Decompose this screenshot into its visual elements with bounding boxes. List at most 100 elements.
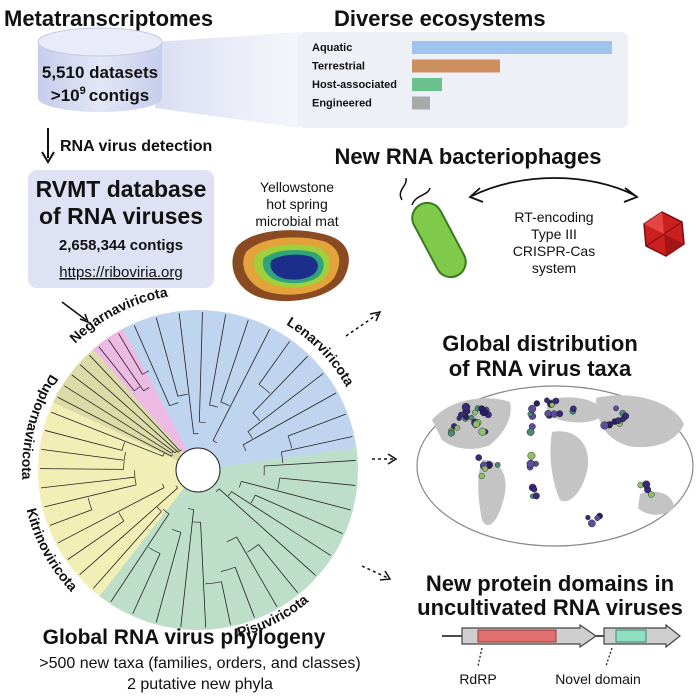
sample-dot — [648, 491, 655, 498]
rvmt-to-tree-arrow — [61, 301, 87, 321]
sample-dot — [552, 397, 560, 405]
sample-dot — [556, 410, 564, 418]
svg-text:microbial mat: microbial mat — [255, 213, 338, 229]
sample-dot — [478, 473, 485, 480]
rvmt-title-line2: of RNA viruses — [39, 203, 203, 229]
tree-branch — [231, 491, 332, 556]
riboviria-link[interactable]: https://riboviria.org — [59, 264, 182, 281]
ecosystem-bar-chart: AquaticTerrestrialHost-associatedEnginee… — [312, 41, 612, 110]
ecosystems-panel — [298, 32, 628, 128]
tree-branch — [287, 413, 346, 437]
clade-duplornaviricota — [52, 349, 198, 470]
database-cylinder — [37, 27, 163, 112]
tree-branch — [212, 329, 271, 441]
sample-dot — [472, 420, 480, 428]
tree-branch — [247, 373, 324, 432]
tree-branch — [108, 339, 144, 392]
sample-dot — [533, 492, 540, 500]
tree-branch — [132, 553, 161, 615]
tree-branch — [49, 509, 92, 526]
phylogeny-new-phyla: 2 putative new phyla — [127, 676, 273, 693]
ecosystem-bar — [412, 41, 612, 54]
sample-dot — [456, 415, 462, 421]
sample-dot — [494, 462, 501, 468]
sample-dot — [594, 515, 601, 521]
tree-branch — [41, 448, 125, 461]
sample-locations — [447, 397, 655, 528]
sample-dot — [481, 465, 489, 472]
funnel-connector — [155, 32, 300, 128]
tree-branch — [57, 487, 165, 544]
sample-dot — [600, 421, 609, 430]
sample-dot — [570, 405, 577, 413]
phages-title: New RNA bacteriophages — [335, 144, 602, 169]
tree-branch — [118, 333, 143, 375]
sample-dot — [533, 400, 540, 407]
ecosystem-label: Host-associated — [312, 79, 397, 91]
svg-text:CRISPR-Cas: CRISPR-Cas — [513, 243, 595, 259]
tree-branch — [155, 317, 179, 397]
tree-branch — [89, 354, 181, 452]
sample-dot — [544, 410, 552, 418]
genome-diagram — [442, 623, 681, 649]
tree-branch — [258, 341, 290, 385]
sample-dot — [478, 405, 486, 412]
yellowstone-label: Yellowstone hot spring microbial mat — [255, 179, 338, 229]
novel-domain-label: Novel domain — [555, 671, 641, 687]
tree-branch — [242, 392, 337, 446]
tree-to-domains-arrow — [361, 565, 389, 579]
tree-branch — [198, 312, 203, 423]
tree-branch — [220, 320, 249, 403]
tree-branch — [200, 522, 207, 628]
tree-branch — [279, 477, 356, 486]
sample-dot — [526, 428, 535, 436]
distribution-title-line2: of RNA virus taxa — [449, 356, 632, 381]
tree-to-phage-arrow — [345, 313, 379, 337]
tree-branch — [57, 396, 172, 457]
ecosystem-bar — [412, 59, 500, 73]
sample-dot — [472, 409, 478, 416]
svg-text:RT-encoding: RT-encoding — [514, 209, 593, 225]
tree-branch — [64, 385, 172, 454]
sample-dot — [527, 451, 536, 460]
tree-branch — [93, 511, 162, 589]
phylogeny-title: Global RNA virus phylogeny — [43, 626, 326, 649]
tree-branch — [155, 532, 182, 623]
tree-branch — [50, 411, 164, 457]
sample-dot — [588, 519, 596, 528]
tree-branch — [241, 480, 351, 511]
tree-branch — [44, 484, 137, 508]
tree-branch — [254, 494, 343, 534]
sample-dot — [613, 405, 619, 412]
phylogeny-tree: NegarnaviricotaLenarviricotaDuplornaviri… — [19, 284, 359, 640]
tree-branch — [281, 436, 353, 453]
tree-branch — [44, 430, 123, 451]
sample-dot — [475, 454, 482, 461]
tree-root — [175, 447, 221, 493]
tree-branch — [79, 364, 179, 453]
svg-text:Type III: Type III — [531, 226, 577, 242]
ecosystem-label: Terrestrial — [312, 61, 365, 73]
clade-kitrinoviricota — [37, 402, 199, 597]
rvmt-contigs: 2,658,344 contigs — [59, 237, 183, 254]
microbial-mat-illustration — [232, 230, 349, 302]
ecosystem-bar — [412, 78, 442, 91]
rdrp-label: RdRP — [459, 671, 496, 687]
metatranscriptomes-title: Metatranscriptomes — [4, 6, 213, 31]
rvmt-database-box — [28, 170, 214, 288]
rdrp-domain — [477, 629, 557, 643]
tree-branch — [40, 468, 124, 470]
sample-dot — [447, 429, 455, 437]
tree-branch — [133, 325, 171, 406]
sample-dot — [526, 459, 535, 468]
ecosystems-title: Diverse ecosystems — [334, 6, 546, 31]
phage-capsid-icon — [643, 211, 685, 257]
ecosystem-label: Engineered — [312, 98, 372, 110]
sample-dot — [454, 425, 460, 431]
detection-arrowhead — [41, 151, 55, 164]
svg-text:Yellowstone: Yellowstone — [260, 179, 334, 195]
clade-lenarviricota — [122, 310, 357, 470]
tree-branch — [79, 487, 178, 575]
